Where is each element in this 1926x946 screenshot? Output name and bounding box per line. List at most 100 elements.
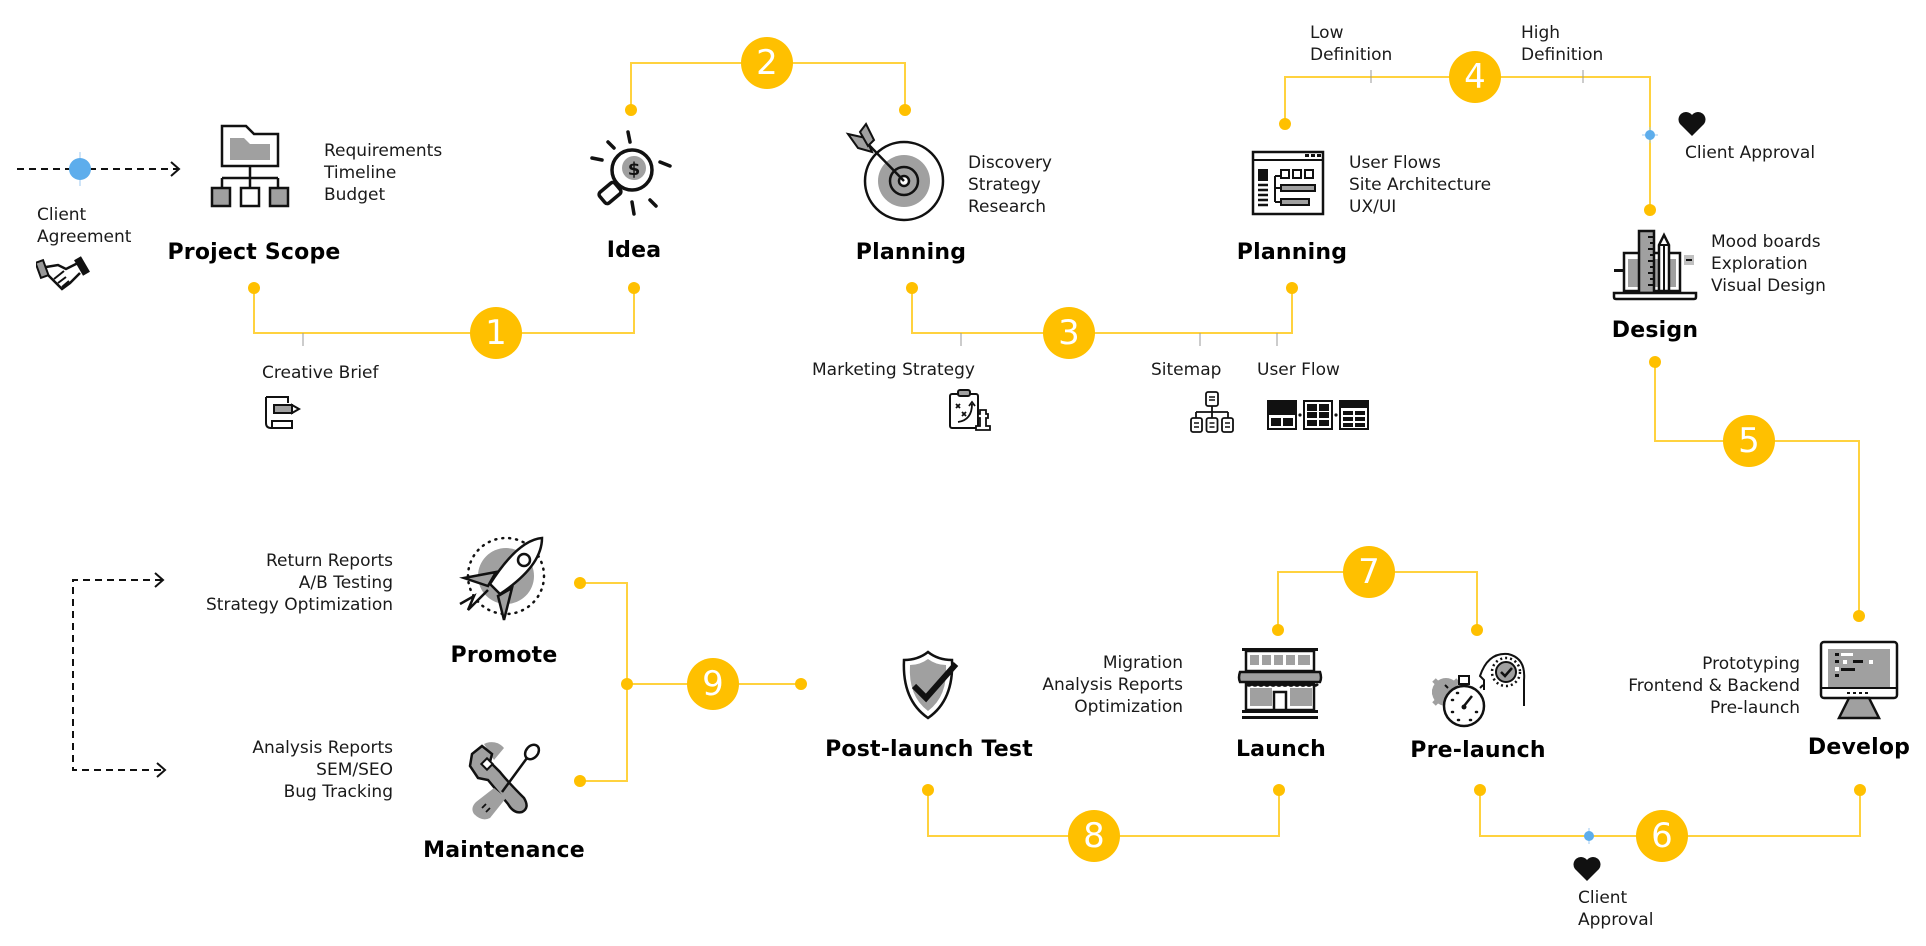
label-line: High bbox=[1521, 23, 1561, 43]
heart-icon bbox=[1678, 112, 1706, 136]
item: Analysis Reports bbox=[1042, 675, 1183, 695]
item: Research bbox=[968, 197, 1046, 217]
client-approval-label-top: Client Approval bbox=[1685, 143, 1816, 163]
connector-step-1 bbox=[253, 288, 635, 334]
wireframe-browser-icon bbox=[1251, 150, 1325, 216]
handshake-icon bbox=[36, 256, 90, 291]
node-dot bbox=[922, 784, 934, 796]
label-line: Low bbox=[1310, 23, 1344, 43]
node-dot bbox=[248, 282, 260, 294]
node-dot bbox=[1644, 204, 1656, 216]
step-number-5: 5 bbox=[1723, 415, 1775, 467]
project-scope-items: Requirements Timeline Budget bbox=[324, 140, 442, 206]
step-number-3: 3 bbox=[1043, 307, 1095, 359]
phase-title-maintenance: Maintenance bbox=[423, 838, 585, 863]
node-dot bbox=[1279, 118, 1291, 130]
phase-title-design: Design bbox=[1611, 318, 1699, 343]
monitor-code-icon bbox=[1819, 640, 1899, 720]
phase-title-promote: Promote bbox=[450, 643, 558, 668]
node-dot bbox=[1854, 784, 1866, 796]
phase-title-planning-2: Planning bbox=[1236, 240, 1348, 265]
item: Strategy Optimization bbox=[206, 595, 393, 615]
node-dot bbox=[795, 678, 807, 690]
org-folder-icon bbox=[210, 124, 290, 208]
heart-icon bbox=[1573, 857, 1601, 881]
item: Visual Design bbox=[1711, 276, 1826, 296]
node-dot bbox=[899, 104, 911, 116]
item: Mood boards bbox=[1711, 232, 1821, 252]
annotation-high-definition: High Definition bbox=[1521, 22, 1603, 66]
approval-marker bbox=[1584, 828, 1594, 844]
item: Prototyping bbox=[1702, 654, 1800, 674]
design-items: Mood boards Exploration Visual Design bbox=[1711, 231, 1826, 297]
promote-items: Return Reports A/B Testing Strategy Opti… bbox=[206, 550, 393, 616]
label-line: Agreement bbox=[37, 227, 132, 247]
node-dot bbox=[1471, 624, 1483, 636]
planning2-items: User Flows Site Architecture UX/UI bbox=[1349, 152, 1491, 218]
label-line: Definition bbox=[1521, 45, 1604, 65]
node-dot bbox=[1286, 282, 1298, 294]
start-arrow bbox=[17, 152, 181, 186]
item: Exploration bbox=[1711, 254, 1808, 274]
step-number-4: 4 bbox=[1449, 51, 1501, 103]
annotation-user-flow: User Flow bbox=[1257, 360, 1340, 380]
item: Optimization bbox=[1074, 697, 1183, 717]
item: Requirements bbox=[324, 141, 443, 161]
step-number-2: 2 bbox=[741, 37, 793, 89]
connector-step-5 bbox=[1654, 362, 1860, 616]
item: Frontend & Backend bbox=[1628, 676, 1800, 696]
item: Bug Tracking bbox=[283, 782, 393, 802]
item: A/B Testing bbox=[298, 573, 393, 593]
lightbulb-dollar-icon: $ bbox=[590, 130, 672, 216]
phase-title-post-launch-test: Post-launch Test bbox=[825, 737, 1033, 762]
maintenance-items: Analysis Reports SEM/SEO Bug Tracking bbox=[252, 737, 393, 803]
step-number-6: 6 bbox=[1636, 810, 1688, 862]
phase-title-planning-1: Planning bbox=[855, 240, 967, 265]
item: Budget bbox=[324, 185, 386, 205]
step-number-7: 7 bbox=[1343, 546, 1395, 598]
connector-step-3 bbox=[911, 288, 1293, 334]
item: Discovery bbox=[968, 153, 1052, 173]
stopwatch-mind-icon bbox=[1432, 652, 1526, 728]
item: Strategy bbox=[968, 175, 1041, 195]
approval-marker bbox=[1642, 127, 1658, 143]
item: UX/UI bbox=[1349, 197, 1397, 217]
node-dot bbox=[628, 282, 640, 294]
client-approval-label-bottom: Client Approval bbox=[1578, 887, 1653, 931]
shield-check-icon bbox=[902, 650, 959, 720]
node-dot bbox=[1853, 610, 1865, 622]
step-number-1: 1 bbox=[470, 307, 522, 359]
node-dot bbox=[1273, 784, 1285, 796]
node-dot bbox=[574, 775, 586, 787]
annotation-sitemap: Sitemap bbox=[1151, 360, 1222, 380]
label-line: Client bbox=[37, 205, 87, 225]
node-dot bbox=[621, 678, 633, 690]
node-dot bbox=[906, 282, 918, 294]
phase-title-develop: Develop bbox=[1807, 735, 1911, 760]
phase-title-launch: Launch bbox=[1235, 737, 1327, 762]
label-line: Client bbox=[1578, 888, 1628, 908]
phase-title-project-scope: Project Scope bbox=[167, 240, 341, 265]
launch-items: Migration Analysis Reports Optimization bbox=[1042, 652, 1183, 718]
phase-title-idea: Idea bbox=[606, 238, 662, 263]
planning1-items: Discovery Strategy Research bbox=[968, 152, 1052, 218]
item: Site Architecture bbox=[1349, 175, 1492, 195]
item: Pre-launch bbox=[1710, 698, 1800, 718]
develop-items: Prototyping Frontend & Backend Pre-launc… bbox=[1628, 653, 1800, 719]
rocket-icon bbox=[459, 536, 546, 621]
item: Migration bbox=[1102, 653, 1183, 673]
phase-title-prelaunch: Pre-launch bbox=[1410, 738, 1546, 763]
node-dot bbox=[1272, 624, 1284, 636]
svg-text:$: $ bbox=[628, 159, 641, 180]
client-agreement-label: Client Agreement bbox=[37, 204, 131, 248]
wrench-screwdriver-icon bbox=[468, 742, 541, 820]
item: User Flows bbox=[1349, 153, 1441, 173]
item: SEM/SEO bbox=[316, 760, 393, 780]
annotation-marketing-strategy: Marketing Strategy bbox=[812, 360, 975, 380]
client-agreement-dot bbox=[69, 158, 91, 180]
node-dot bbox=[1474, 784, 1486, 796]
item: Return Reports bbox=[265, 551, 393, 571]
user-flow-icon bbox=[1267, 400, 1369, 430]
strategy-board-icon bbox=[949, 389, 991, 431]
